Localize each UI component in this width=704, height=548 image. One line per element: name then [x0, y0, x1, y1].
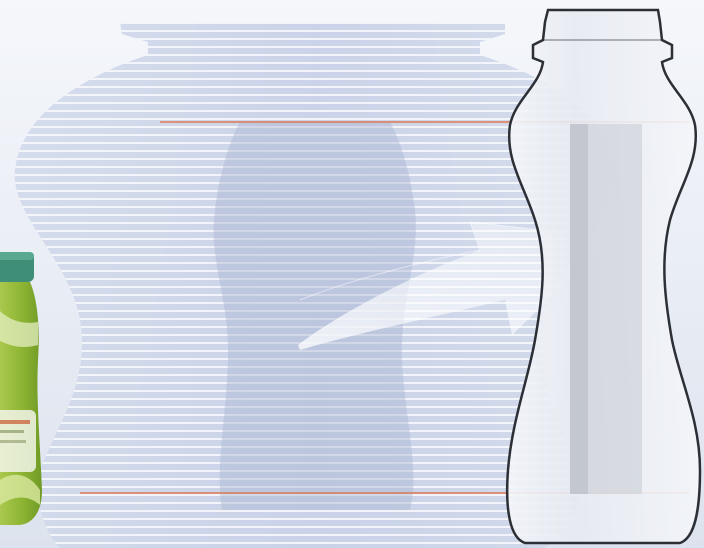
illustration-canvas	[0, 0, 704, 548]
illustration-scene	[0, 0, 704, 548]
